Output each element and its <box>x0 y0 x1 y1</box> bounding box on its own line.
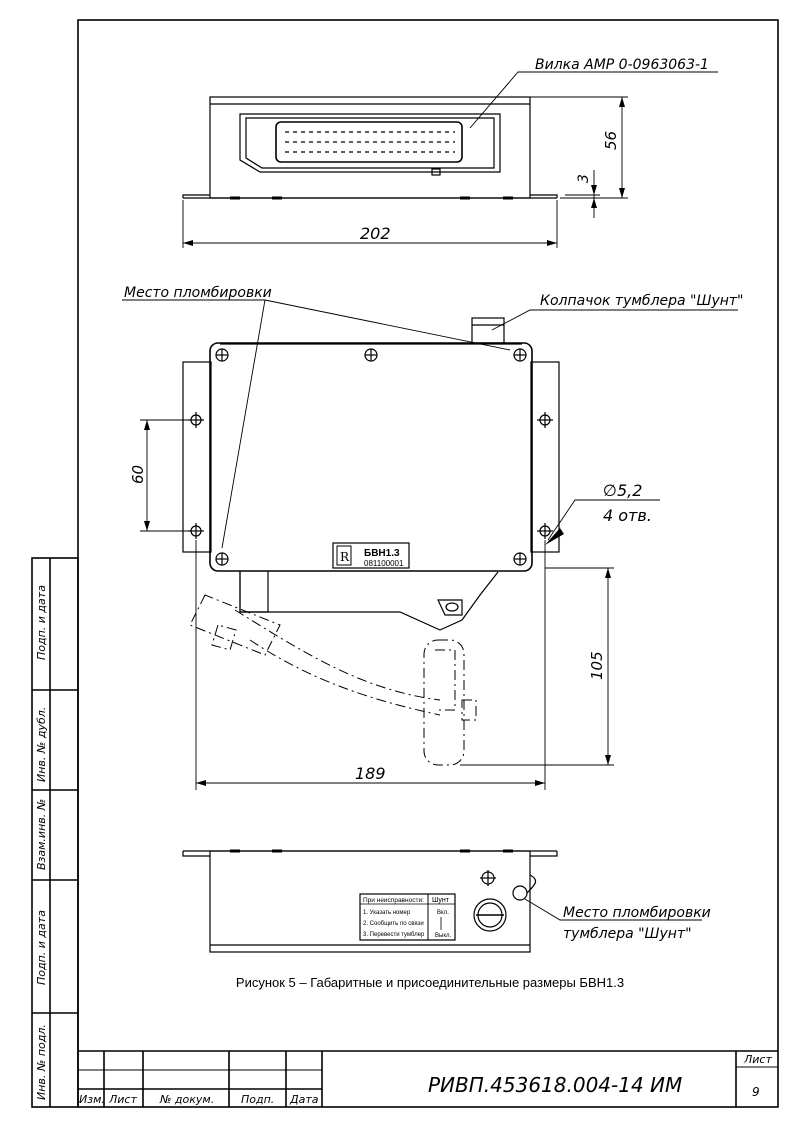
title-block <box>78 1050 778 1107</box>
dim-height-top: 56 <box>602 131 620 150</box>
warning-item: 3. Перевести тумблер <box>363 932 425 938</box>
switch-on-label: Вкл. <box>437 910 449 916</box>
top-view <box>182 96 558 200</box>
toggle-icon <box>473 898 507 932</box>
title-block-col: Подп. <box>241 1093 274 1106</box>
sheet-frame <box>77 19 779 1108</box>
label-plate-serial: 081100001 <box>364 559 404 568</box>
connector-pins <box>285 131 455 153</box>
screw-icon <box>215 348 527 566</box>
dim-flange: 3 <box>576 174 592 183</box>
dim-width-mid: 189 <box>355 764 386 783</box>
hole-count: 4 отв. <box>603 506 652 525</box>
warning-heading-right: Шунт <box>432 897 450 904</box>
bottom-view <box>182 849 558 953</box>
toggle-cap-callout: Колпачок тумблера "Шунт" <box>540 293 744 309</box>
title-block-col: Дата <box>289 1093 319 1106</box>
dim-hole-pitch: 60 <box>129 465 147 484</box>
dim-depth: 105 <box>588 651 606 680</box>
seal-toggle-callout-line2: тумблера "Шунт" <box>563 926 692 942</box>
side-stamp-label: Инв. № подл. <box>35 1024 48 1100</box>
hole-diameter: ∅5,2 <box>603 481 642 500</box>
title-block-col: Изм. <box>79 1093 105 1106</box>
label-plate-logo: R <box>340 550 350 564</box>
label-plate-model: БВН1.3 <box>364 548 400 559</box>
side-stamp-label: Подп. и дата <box>35 585 48 660</box>
warning-item: 2. Сообщить по связи <box>363 921 424 927</box>
seal-callout: Место пломбировки <box>124 285 272 301</box>
title-block-col: Лист <box>108 1093 137 1106</box>
sheet-label: Лист <box>743 1053 772 1066</box>
document-designation: РИВП.453618.004-14 ИМ <box>428 1073 682 1097</box>
switch-off-label: Выкл. <box>435 933 452 939</box>
warning-heading: При неисправности: <box>363 897 424 904</box>
warning-plate: При неисправности: Шунт 1. Указать номер… <box>359 893 456 941</box>
dim-width-top: 202 <box>360 224 391 243</box>
seal-toggle-callout-line1: Место пломбировки <box>563 905 711 921</box>
sheet-number: 9 <box>752 1085 760 1099</box>
warning-item: 1. Указать номер <box>363 910 411 916</box>
title-block-col: № докум. <box>159 1093 214 1106</box>
label-plate: R БВН1.3 081100001 <box>332 542 410 569</box>
figure-caption: Рисунок 5 – Габаритные и присоединительн… <box>235 975 625 990</box>
connector-callout: Вилка AMP 0-0963063-1 <box>535 57 709 73</box>
phantom-outline <box>189 594 477 766</box>
seal-icon <box>512 885 528 901</box>
side-stamp-label: Инв. № дубл. <box>35 707 48 782</box>
side-stamp-label: Подп. и дата <box>35 910 48 985</box>
front-view <box>182 317 560 631</box>
mount-hole-icon <box>188 412 553 539</box>
side-stamp-label: Взам.инв. № <box>35 799 48 870</box>
side-stamp <box>31 557 79 1108</box>
